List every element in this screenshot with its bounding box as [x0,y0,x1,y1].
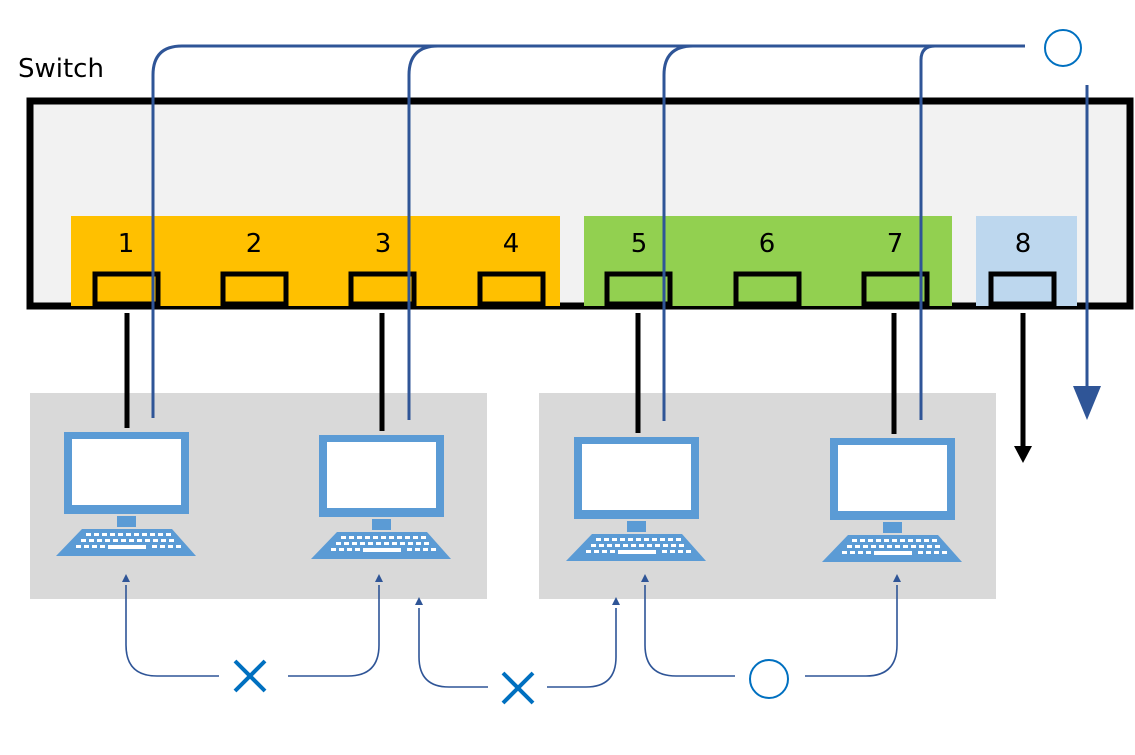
port-label-4: 4 [503,229,520,259]
computer-icon [56,432,196,556]
pc3-pc4-ok-mark [749,659,789,699]
flow-line-pc1 [151,44,1025,418]
uplink-arrow-head [1014,446,1032,463]
port-label-1: 1 [118,229,135,259]
port-socket-5 [604,271,673,307]
pc1-pc2-blocked-mark [233,659,267,693]
port-label-3: 3 [375,229,392,259]
arrow-head [122,574,130,582]
uplink-ok-mark [1044,29,1082,67]
port-group-a [71,216,560,306]
group-blocked-mark [501,671,535,705]
switch-title: Switch [18,54,104,84]
arrow-head [893,574,901,582]
arrow-head [375,574,383,582]
flow-line-pc4 [919,44,936,420]
computer-icon [311,435,451,559]
link-pc1-pc2 [125,585,380,677]
flow-line-pc2 [407,44,439,420]
port-socket-2 [220,271,289,307]
port-socket-4 [477,271,546,307]
port-socket-1 [92,271,161,307]
computer-icon [566,437,706,561]
port-socket-8 [988,271,1057,307]
uplink-flow-arrow-head [1073,386,1101,420]
port-label-8: 8 [1015,229,1032,259]
link-groupa-groupb [418,608,617,688]
arrow-head [415,597,423,605]
arrow-head [641,574,649,582]
port-socket-7 [861,271,930,307]
arrow-head [612,597,620,605]
port-label-2: 2 [246,229,263,259]
port-socket-3 [348,271,417,307]
port-label-7: 7 [887,229,904,259]
link-pc3-pc4 [644,585,898,677]
port-label-5: 5 [631,229,648,259]
port-group-b [584,216,952,306]
port-label-6: 6 [759,229,776,259]
flow-line-pc3 [662,44,694,421]
port-socket-6 [733,271,802,307]
computer-icon [822,438,962,562]
